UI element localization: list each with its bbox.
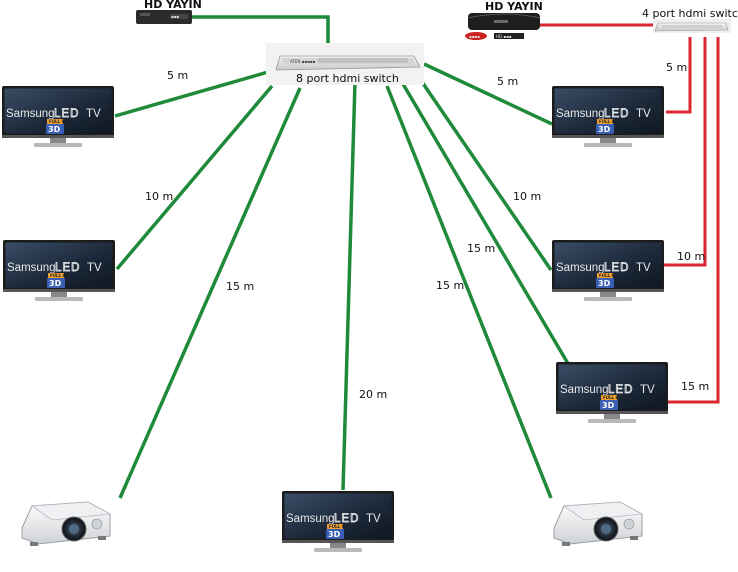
svg-text:FULL HD: FULL HD (329, 524, 349, 529)
hd-source-right-title: HD YAYIN (485, 0, 543, 13)
main-hdmi-switch: ATEN ▪▪▪▪▪ (266, 43, 424, 85)
length-label-center-tv: 20 m (359, 388, 387, 401)
length-label-right-tv1: 5 m (497, 75, 518, 88)
small-switch-label: 4 port hdmi switch (642, 7, 738, 20)
hd-receiver-right: ▪▪▪▪ HD ▪▪▪ (465, 13, 541, 40)
cable-right-tv3 (401, 83, 575, 373)
tv-word: TV (640, 384, 655, 396)
tv-word: TV (86, 108, 101, 120)
tv-led: LED (54, 108, 79, 120)
hd-receiver-left: ▪▪▪ (136, 10, 192, 24)
length-label-right-tv3: 15 m (467, 242, 495, 255)
small-hdmi-switch (653, 19, 731, 33)
tv-brand: Samsung (7, 262, 56, 274)
svg-text:ATEN ▪▪▪▪▪: ATEN ▪▪▪▪▪ (290, 59, 316, 64)
projector-left-icon (21, 501, 111, 547)
svg-text:3D: 3D (602, 401, 615, 410)
tv-word: TV (636, 262, 651, 274)
cable-left-tv2 (115, 84, 274, 271)
cable-left-tv1 (114, 66, 283, 118)
length-label-red-tv3: 15 m (681, 380, 709, 393)
length-label-right-tv2: 10 m (513, 190, 541, 203)
length-label-red-tv2: 10 m (677, 250, 705, 263)
svg-text:FULL HD: FULL HD (49, 119, 69, 124)
svg-text:3D: 3D (598, 125, 611, 134)
projector-right-icon (553, 501, 643, 547)
3d-badge-icon: FULL HD 3D (326, 524, 349, 539)
cable-right-tv2 (420, 81, 553, 271)
tv-right-3: Samsung LED TV FULL HD 3D (556, 362, 668, 423)
svg-text:3D: 3D (49, 279, 62, 288)
svg-text:HD ▪▪▪: HD ▪▪▪ (496, 34, 512, 39)
cable-source-to-main-switch (191, 15, 330, 47)
svg-text:▪▪▪: ▪▪▪ (171, 14, 179, 19)
tv-led: LED (334, 513, 359, 525)
cable-red-tv1 (666, 37, 692, 114)
length-label-right-projector: 15 m (436, 279, 464, 292)
cable-red-tv3 (667, 37, 720, 404)
cable-right-tv1 (423, 62, 553, 126)
cable-right-projector (385, 85, 553, 499)
tv-brand: Samsung (560, 384, 609, 396)
tv-led: LED (604, 262, 629, 274)
tv-word: TV (366, 513, 381, 525)
cable-left-projector (118, 87, 302, 499)
tv-brand: Samsung (6, 108, 55, 120)
cable-center-tv (341, 81, 357, 491)
3d-badge-icon: FULL HD 3D (596, 273, 619, 288)
svg-text:3D: 3D (598, 279, 611, 288)
tv-word: TV (636, 108, 651, 120)
svg-text:FULL HD: FULL HD (603, 395, 623, 400)
tv-brand: Samsung (556, 262, 605, 274)
main-switch-label: 8 port hdmi switch (296, 72, 399, 85)
tv-brand: Samsung (556, 108, 605, 120)
3d-badge-icon: FULL HD 3D (596, 119, 619, 134)
cable-red-tv2 (661, 37, 707, 267)
tv-left-1: Samsung LED TV FULL HD 3D (2, 86, 114, 147)
length-label-left-tv2: 10 m (145, 190, 173, 203)
tv-center: Samsung LED TV FULL HD 3D (282, 491, 394, 552)
3d-badge-icon: FULL HD 3D (46, 119, 69, 134)
tv-led: LED (55, 262, 80, 274)
svg-text:FULL HD: FULL HD (599, 119, 619, 124)
length-label-left-tv1: 5 m (167, 69, 188, 82)
tv-brand: Samsung (286, 513, 335, 525)
tv-left-2: Samsung LED TV FULL HD 3D (3, 240, 115, 301)
tv-right-2: Samsung LED TV FULL HD 3D (552, 240, 664, 301)
hd-source-left-title: HD YAYIN (144, 0, 202, 11)
tv-led: LED (608, 384, 633, 396)
svg-text:FULL HD: FULL HD (599, 273, 619, 278)
svg-text:▪▪▪▪: ▪▪▪▪ (469, 34, 480, 39)
3d-badge-icon: FULL HD 3D (47, 273, 70, 288)
svg-text:3D: 3D (48, 125, 61, 134)
svg-text:3D: 3D (328, 530, 341, 539)
length-label-red-tv1: 5 m (666, 61, 687, 74)
tv-led: LED (604, 108, 629, 120)
svg-text:FULL HD: FULL HD (50, 273, 70, 278)
tv-right-1: Samsung LED TV FULL HD 3D (552, 86, 664, 147)
tv-word: TV (87, 262, 102, 274)
3d-badge-icon: FULL HD 3D (600, 395, 623, 410)
length-label-left-projector: 15 m (226, 280, 254, 293)
